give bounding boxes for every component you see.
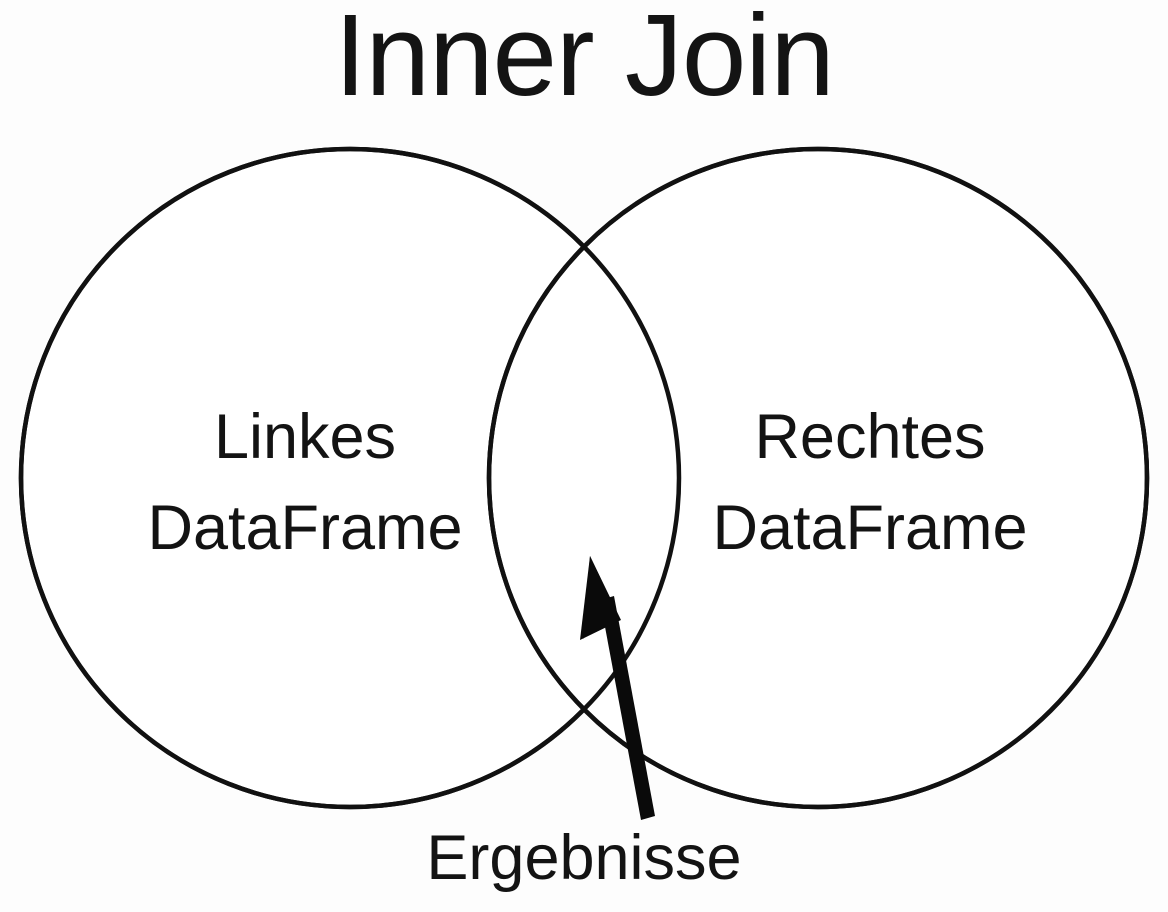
left-circle-outline: [18, 146, 682, 810]
left-set-label: Linkes DataFrame: [80, 392, 530, 575]
left-set-label-line1: Linkes: [213, 402, 397, 472]
result-caption: Ergebnisse: [426, 823, 742, 893]
result-arrow-head-fill: [580, 556, 621, 640]
right-circle-outline: [486, 146, 1150, 810]
result-arrow: [580, 556, 655, 820]
right-set-label: Rechtes DataFrame: [640, 392, 1100, 575]
page-title: Inner Join: [334, 0, 834, 120]
left-set-label-line2: DataFrame: [147, 493, 463, 564]
right-set-label-line1: Rechtes: [754, 402, 986, 472]
result-arrow-shaft: [600, 596, 655, 820]
right-set-label-line2: DataFrame: [712, 493, 1028, 564]
